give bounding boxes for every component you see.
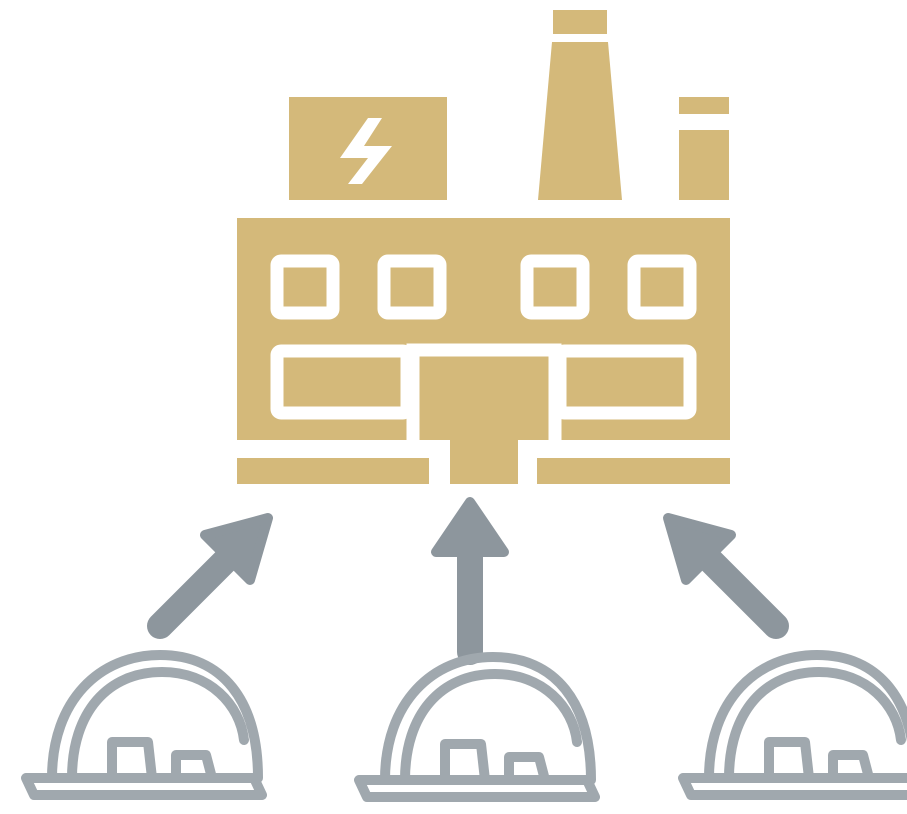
hard-hat-icon bbox=[21, 650, 267, 800]
arrow-icon-right bbox=[663, 513, 789, 639]
base-strip-left bbox=[237, 458, 429, 484]
door bbox=[450, 362, 518, 484]
arrow-icon-center bbox=[431, 497, 509, 665]
window-wide bbox=[270, 344, 414, 420]
helmet-dome-inner bbox=[400, 669, 582, 785]
helmet-dome-inner bbox=[67, 667, 249, 783]
hard-hat-icon bbox=[678, 650, 907, 800]
chimney-cap bbox=[553, 10, 607, 34]
helmet-ridge-right bbox=[828, 750, 874, 783]
helmet-ridge-left bbox=[107, 737, 157, 783]
window-row-top bbox=[270, 254, 697, 320]
window bbox=[627, 254, 697, 320]
helmet-ridge-left bbox=[440, 739, 490, 785]
helmet-brim bbox=[354, 775, 600, 802]
chimney-small-cap bbox=[679, 97, 729, 114]
chimney-small bbox=[679, 130, 729, 200]
helmet-brim bbox=[678, 773, 907, 800]
hard-hat-icon bbox=[354, 652, 600, 802]
helmet-dome bbox=[704, 650, 907, 783]
helmet-ridge-left bbox=[764, 737, 814, 783]
helmet-dome bbox=[47, 650, 263, 783]
base-strip-right bbox=[537, 458, 730, 484]
window-wide bbox=[553, 344, 697, 420]
lightning-bolt-icon bbox=[340, 118, 392, 184]
window bbox=[520, 254, 590, 320]
arrow-icon-left bbox=[147, 513, 273, 639]
helmet-brim bbox=[21, 773, 267, 800]
window bbox=[270, 254, 340, 320]
window bbox=[377, 254, 447, 320]
helmet-ridge-right bbox=[171, 750, 217, 783]
door-frame bbox=[406, 343, 562, 440]
helmet-dome-inner bbox=[724, 667, 906, 783]
helmet-ridge-right bbox=[504, 752, 550, 785]
chimney-tall bbox=[538, 42, 622, 200]
helmet-dome bbox=[380, 652, 596, 785]
